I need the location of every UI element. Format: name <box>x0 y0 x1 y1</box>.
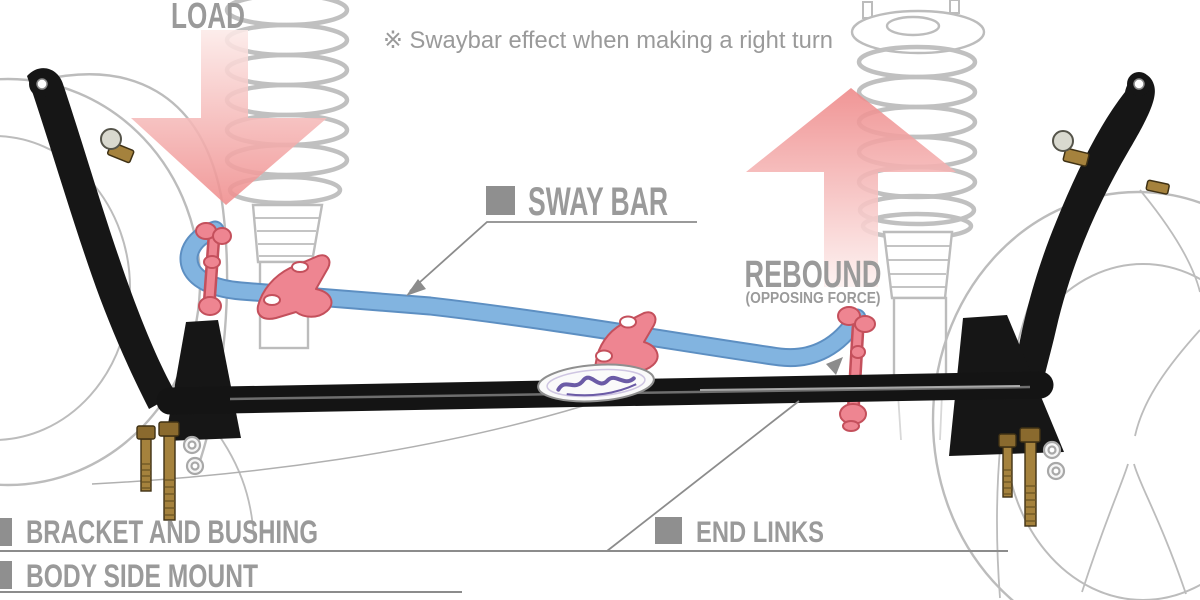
logo-script <box>556 375 636 392</box>
sway-bar-label: SWAY BAR <box>528 180 668 224</box>
black-swaybar-kit <box>27 68 1170 456</box>
right-tire-outline <box>931 190 1200 600</box>
callout-arrowhead-sway-bar <box>406 279 426 296</box>
left-bushing-bracket <box>256 254 333 320</box>
sway-bar-bullet-icon <box>486 186 515 215</box>
bracket-bushing-bullet-icon <box>0 518 12 546</box>
end-links-label: END LINKS <box>696 516 824 549</box>
right-bolts <box>998 427 1041 527</box>
right-mount-stud <box>862 1 873 19</box>
body-side-mount-label: BODY SIDE MOUNT <box>26 558 258 594</box>
mounting-hardware <box>136 421 1066 527</box>
middle-bushing-bracket <box>594 311 659 374</box>
left-eyelet-hole <box>36 78 48 90</box>
right-fender-line <box>1139 189 1200 293</box>
right-link-nut <box>1052 130 1074 152</box>
left-link-nut <box>100 128 122 150</box>
left-bolts <box>136 421 180 521</box>
right-wheel-spokes <box>1081 329 1200 595</box>
body-side-mount-bullet-icon <box>0 561 12 589</box>
left-end-link <box>195 222 232 316</box>
bracket-and-bushing-label: BRACKET AND BUSHING <box>26 514 318 550</box>
force-arrows <box>131 30 956 287</box>
callout-line-end-links <box>606 400 800 552</box>
brand-logo <box>537 363 655 403</box>
bar-glare <box>699 385 1021 391</box>
body-side-line <box>91 405 584 485</box>
right-boot-ribs <box>886 245 950 288</box>
left-arm <box>27 68 176 409</box>
right-strut-top-mount <box>850 9 986 55</box>
right-strut-boot <box>882 230 954 300</box>
right-mount-hole <box>885 15 941 37</box>
sway-bar-body <box>181 222 865 366</box>
left-strut-boot <box>251 203 324 264</box>
right-eyelet-hole <box>1133 78 1145 90</box>
logo-swash <box>566 383 637 397</box>
rebound-sub-label: (OPPOSING FORCE) <box>746 290 881 307</box>
left-rim-outline <box>0 135 131 441</box>
right-mount-stud <box>949 0 960 14</box>
right-arm <box>1013 73 1155 388</box>
left-boot-ribs <box>255 217 319 257</box>
left-washers <box>182 435 205 476</box>
right-link-bolt <box>1062 147 1090 167</box>
end-links-bullet-icon <box>655 517 682 544</box>
pink-components <box>195 222 876 432</box>
callout-line-sway-bar <box>409 221 697 292</box>
rebound-label: REBOUND <box>745 254 882 296</box>
callout-arrowhead-end-links <box>826 357 843 375</box>
fender-pin <box>1145 179 1170 195</box>
arm-hardware <box>100 128 1170 195</box>
rebound-arrow-up <box>746 88 956 287</box>
right-strut-fade <box>897 393 943 441</box>
load-label: LOAD <box>171 0 245 36</box>
labels: LOAD ※ Swaybar effect when making a righ… <box>0 0 882 594</box>
load-arrow-down <box>131 30 327 205</box>
diagram-note: ※ Swaybar effect when making a right tur… <box>383 27 833 54</box>
right-washers <box>1042 440 1066 481</box>
callouts <box>0 221 1008 593</box>
sway-bar-highlight <box>179 220 867 368</box>
